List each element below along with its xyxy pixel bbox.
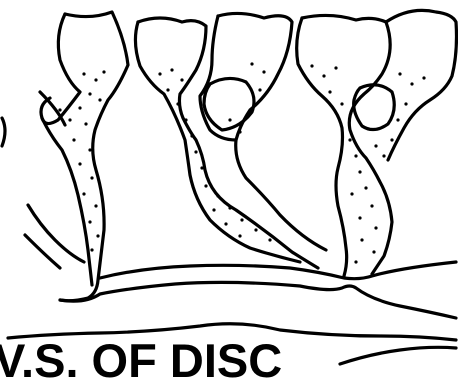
left-branch-mid <box>28 205 84 262</box>
cell-2-left-edge <box>135 22 300 262</box>
cell-1-outline <box>60 12 128 301</box>
cell-5-outline <box>386 10 457 160</box>
lower-tissue-line-2 <box>340 347 456 364</box>
cell-4-outline <box>302 15 392 274</box>
left-arc <box>2 118 5 146</box>
figure-caption: V.S. OF DISC <box>0 336 282 386</box>
basal-inner <box>100 262 456 279</box>
cell-2-outline <box>138 18 318 268</box>
cell-3-loop <box>204 78 254 130</box>
cell-5-inner-loop <box>354 85 395 130</box>
cell-3-outline <box>218 13 326 250</box>
basal-membrane <box>60 282 456 318</box>
cell-1-left-edge <box>41 14 80 124</box>
